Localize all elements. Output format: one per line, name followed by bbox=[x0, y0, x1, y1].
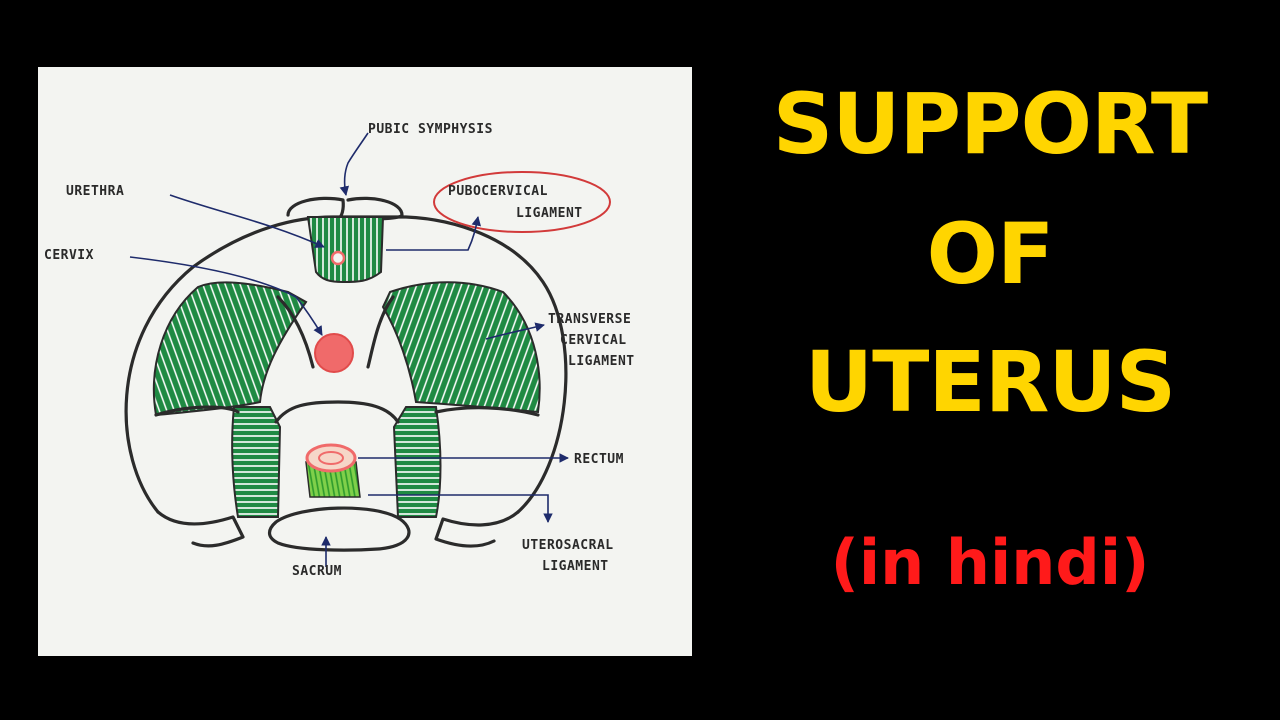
title-line-3: UTERUS bbox=[804, 333, 1176, 431]
urethra-arrow bbox=[169, 194, 325, 248]
pubocervical-label-oval bbox=[433, 171, 611, 233]
uterosacral-arrow bbox=[368, 494, 553, 523]
label-transverse-2: CERVICAL bbox=[560, 333, 627, 348]
label-transverse-1: TRANSVERSE bbox=[548, 312, 631, 327]
subtitle: (in hindi) bbox=[830, 526, 1150, 599]
title-line-2: OF bbox=[926, 205, 1055, 303]
cervix-arrow bbox=[129, 256, 323, 336]
title-line-1: SUPPORT bbox=[772, 75, 1208, 173]
label-uterosacral-2: LIGAMENT bbox=[542, 559, 609, 574]
label-sacrum: SACRUM bbox=[292, 564, 342, 579]
sacral-wing-left bbox=[156, 510, 245, 548]
label-pubic-symphysis: PUBIC SYMPHYSIS bbox=[368, 122, 493, 137]
rectal-arch bbox=[274, 400, 400, 424]
label-transverse-3: LIGAMENT bbox=[568, 354, 635, 369]
label-urethra: URETHRA bbox=[66, 184, 124, 199]
rectum-lumen bbox=[318, 451, 344, 465]
rectum-opening bbox=[305, 443, 357, 473]
pubic-bone-left bbox=[286, 196, 345, 221]
transverse-arrow bbox=[485, 322, 545, 340]
label-rectum: RECTUM bbox=[574, 452, 624, 467]
label-uterosacral-1: UTEROSACRAL bbox=[522, 538, 614, 553]
sacrum-shape bbox=[267, 506, 411, 552]
label-cervix: CERVIX bbox=[44, 248, 94, 263]
diagram-panel: PUBIC SYMPHYSIS URETHRA PUBOCERVICAL LIG… bbox=[38, 67, 692, 656]
pubic-symphysis-arrow bbox=[339, 132, 369, 196]
sacral-wing-right bbox=[434, 510, 520, 548]
right-lobe bbox=[434, 406, 540, 417]
pubocervical-ligament bbox=[306, 216, 385, 284]
label-pubocervical-1: PUBOCERVICAL bbox=[448, 184, 548, 199]
uterosacral-ligament-right bbox=[392, 406, 442, 518]
urethra-opening bbox=[330, 250, 346, 266]
transverse-cervical-ligament-right bbox=[381, 281, 541, 414]
pubocervical-arrow bbox=[386, 216, 482, 251]
label-pubocervical-2: LIGAMENT bbox=[516, 206, 583, 221]
uterus-support-diagram: PUBIC SYMPHYSIS URETHRA PUBOCERVICAL LIG… bbox=[44, 122, 635, 579]
central-compartment bbox=[276, 295, 395, 369]
uterosacral-ligament-left bbox=[231, 406, 282, 518]
transverse-cervical-ligament-left bbox=[152, 281, 308, 417]
cervix-outline bbox=[314, 333, 354, 373]
left-lobe bbox=[154, 405, 240, 417]
cervix-circle bbox=[315, 334, 353, 372]
